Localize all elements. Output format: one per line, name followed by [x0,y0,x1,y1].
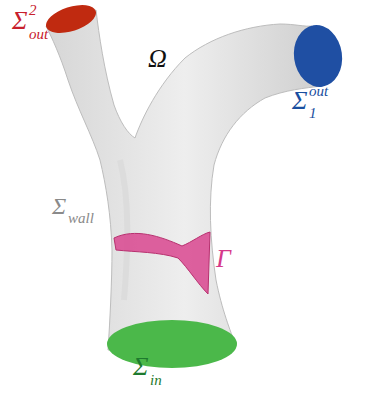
outlet-2-disk [43,0,100,38]
subscript: wall [68,211,94,226]
domain-symbol: Ω [148,46,167,72]
superscript: 2 [29,3,37,18]
inlet-disk [107,320,237,368]
subscript: in [150,373,162,388]
symbol: Σ [52,194,66,218]
symbol: Σ [133,354,148,380]
symbol: Σ [292,88,307,114]
outlet-1-disk [290,22,346,90]
interface-symbol: Γ [216,246,231,272]
subscript: 1 [309,106,317,121]
subscript: out [29,27,48,42]
wall-shading [120,160,127,300]
interface-surface [114,232,210,294]
superscript: out [309,84,328,99]
vessel-wall [46,10,322,350]
symbol: Σ [12,8,27,34]
